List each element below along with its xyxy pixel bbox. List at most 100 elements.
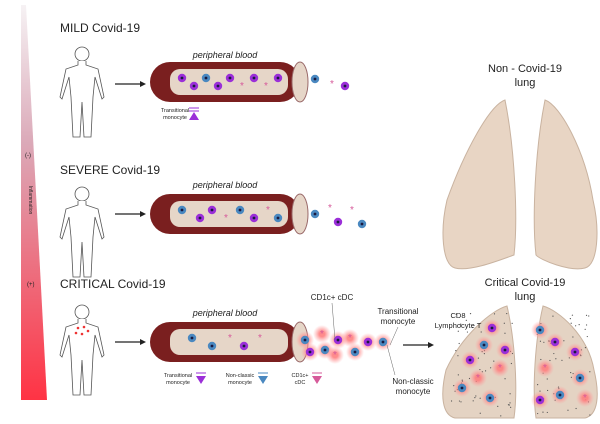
- debris-dot: [567, 410, 568, 411]
- svg-text:*: *: [320, 329, 324, 340]
- legend-label: cDC: [295, 380, 306, 386]
- blood-tube: ***: [150, 62, 349, 102]
- nonclassic-cell: [453, 379, 471, 397]
- human-figure-icon: [60, 47, 104, 137]
- debris-dot: [459, 343, 460, 344]
- debris-dot: [458, 331, 459, 332]
- nonclassic-cell: [551, 386, 569, 404]
- svg-text:*: *: [348, 333, 352, 344]
- debris-dot: [509, 404, 510, 405]
- debris-dot: [589, 414, 590, 415]
- cdc-cell: *: [258, 333, 262, 344]
- nonclassic-cell: [178, 206, 186, 214]
- debris-dot: [459, 400, 460, 401]
- debris-dot: [451, 400, 452, 401]
- svg-text:*: *: [333, 350, 337, 361]
- legend-transitional-line2: monocyte: [163, 115, 187, 121]
- transitional-cell: [178, 74, 186, 82]
- tube-label: peripheral blood: [192, 50, 259, 60]
- debris-dot: [540, 341, 541, 342]
- cdc-cell: *: [328, 203, 332, 214]
- annotation-transitional-2: monocyte: [381, 317, 416, 326]
- nonclassic-cell: [208, 342, 216, 350]
- legend-transitional-line1: Transitional: [161, 108, 189, 114]
- cdc-cell: *: [536, 359, 554, 377]
- transitional-cell: [214, 82, 222, 90]
- debris-dot: [555, 358, 556, 359]
- blood-tube: * * * * *: [150, 322, 392, 364]
- debris-dot: [485, 370, 486, 371]
- debris-dot: [552, 316, 553, 317]
- row-title-severe: SEVERE Covid-19: [60, 163, 160, 177]
- nonclassic-cell: [475, 336, 493, 354]
- row-mild: MILD Covid-19 peripheral blood *** Trans…: [60, 21, 349, 137]
- legend-label: monocyte: [228, 380, 252, 386]
- arrow-icon: [115, 211, 146, 217]
- nonclassic-cell: [202, 74, 210, 82]
- legend-triangle-icon: [312, 373, 322, 384]
- nonclassic-cell: [311, 210, 319, 218]
- cdc-cell: *: [469, 369, 487, 387]
- nonclassic-cell: [311, 75, 319, 83]
- debris-dot: [511, 363, 512, 364]
- healthy-lung-title-1: Non - Covid-19: [488, 63, 562, 75]
- transitional-cell: [208, 206, 216, 214]
- nonclassic-cell: [374, 333, 392, 351]
- transitional-cell: [334, 218, 342, 226]
- annotation-nonclassic-1: Non-classic: [392, 377, 433, 386]
- debris-dot: [589, 371, 590, 372]
- cdc-cell: *: [330, 79, 334, 90]
- nonclassic-cell: [274, 214, 282, 222]
- debris-dot: [547, 378, 548, 379]
- debris-dot: [509, 402, 510, 403]
- cdc-cell: *: [228, 333, 232, 344]
- tube-label: peripheral blood: [192, 180, 259, 190]
- critical-lung-title-1: Critical Covid-19: [485, 277, 566, 289]
- cdc-cell: *: [266, 205, 270, 216]
- healthy-lungs: [443, 100, 597, 269]
- critical-lung-title-2: lung: [515, 291, 536, 303]
- transitional-cell: [566, 343, 584, 361]
- debris-dot: [575, 325, 576, 326]
- annotation-cd1c: CD1c+ cDC: [311, 293, 354, 302]
- svg-text:*: *: [583, 393, 587, 404]
- transitional-cell: [226, 74, 234, 82]
- svg-text:*: *: [476, 373, 480, 384]
- debris-dot: [571, 323, 572, 324]
- nonclassic-cell: [358, 220, 366, 228]
- debris-dot: [585, 329, 586, 330]
- scale-minus: (-): [25, 153, 31, 159]
- debris-dot: [475, 395, 476, 396]
- row-critical: CRITICAL Covid-19 peripheral blood *****…: [60, 277, 434, 396]
- debris-dot: [506, 313, 507, 314]
- debris-dot: [504, 323, 505, 324]
- svg-text:*: *: [330, 79, 334, 90]
- cdc-cell: *: [313, 325, 331, 343]
- debris-dot: [481, 331, 482, 332]
- debris-dot: [480, 413, 481, 414]
- inflammation-gradient-bar: [21, 5, 47, 400]
- legend-label: Transitional: [164, 373, 192, 379]
- row-title-critical: CRITICAL Covid-19: [60, 277, 166, 291]
- transitional-cell: [196, 214, 204, 222]
- annotation-nonclassic-2: monocyte: [396, 387, 431, 396]
- arrow-icon: [403, 342, 434, 348]
- healthy-lung-title-2: lung: [515, 77, 536, 89]
- legend-label: Non-classic: [226, 373, 255, 379]
- svg-text:*: *: [258, 333, 262, 344]
- svg-text:*: *: [328, 203, 332, 214]
- svg-text:*: *: [266, 205, 270, 216]
- nonclassic-cell: [571, 369, 589, 387]
- arrow-icon: [115, 81, 146, 87]
- debris-dot: [480, 398, 481, 399]
- debris-dot: [504, 333, 505, 334]
- transitional-cell: [546, 333, 564, 351]
- debris-dot: [510, 407, 511, 408]
- debris-dot: [547, 412, 548, 413]
- debris-dot: [579, 324, 580, 325]
- debris-dot: [585, 347, 586, 348]
- transitional-cell: [250, 214, 258, 222]
- cdc-cell: *: [350, 205, 354, 216]
- nonclassic-cell: [188, 334, 196, 342]
